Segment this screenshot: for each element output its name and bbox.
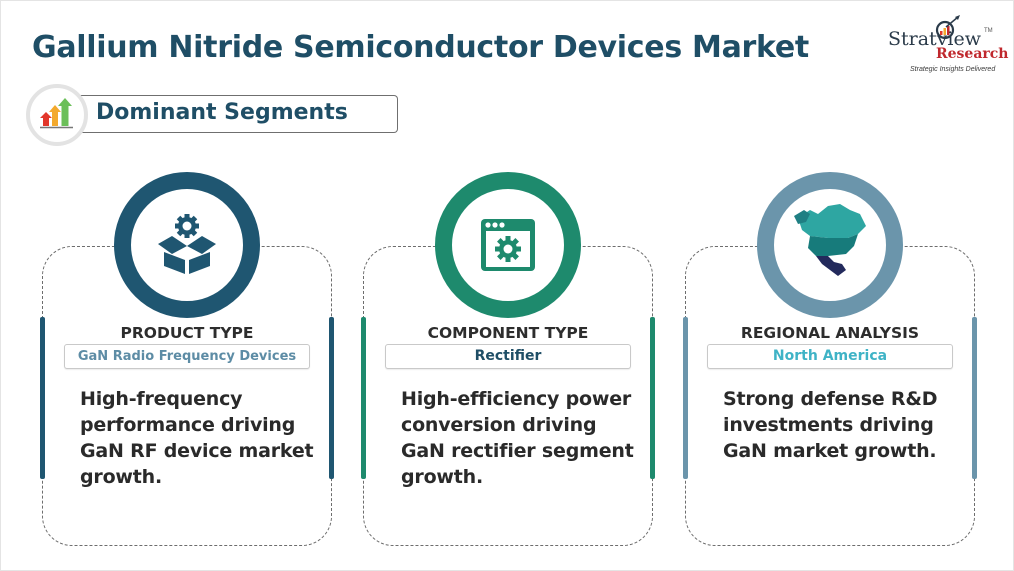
card-heading: PRODUCT TYPE [120,324,254,342]
icon-ring [757,172,903,318]
card-heading: COMPONENT TYPE [427,324,589,342]
growth-arrows-icon [26,84,88,146]
card-value-pill: GaN Radio Frequency Devices [64,344,310,369]
card-accent-bar-left [40,317,45,479]
card-heading: REGIONAL ANALYSIS [740,324,920,342]
segment-card-component-type: COMPONENT TYPE Rectifier High-efficiency… [361,172,655,552]
card-description: Strong defense R&D investments driving G… [723,388,938,462]
page-title: Gallium Nitride Semiconductor Devices Ma… [32,30,809,65]
card-accent-bar-right [329,317,334,479]
card-accent-bar-left [683,317,688,479]
logo-name: Stratview [888,28,982,50]
card-description: High-efficiency power conversion driving… [401,388,634,488]
stratview-logo: Stratview TM Research Strategic Insights… [880,12,1010,77]
card-accent-bar-left [361,317,366,479]
segment-card-regional-analysis: REGIONAL ANALYSIS North America Strong d… [683,172,977,552]
box-gear-icon [158,214,216,274]
section-badge: Dominant Segments [26,84,406,146]
logo-tagline: Strategic Insights Delivered [910,66,996,73]
segment-card-product-type: PRODUCT TYPE GaN Radio Frequency Devices… [40,172,334,552]
section-label-box [80,95,398,133]
card-accent-bar-right [972,317,977,479]
card-value-pill: North America [707,344,953,369]
card-value-pill: Rectifier [385,344,631,369]
card-description: High-frequency performance driving GaN R… [80,388,314,488]
logo-research: Research [936,46,1009,62]
magnifier-chart-icon [935,15,960,40]
north-america-map-icon [794,204,866,276]
logo-trademark: TM [984,28,993,34]
window-gear-icon [481,219,535,271]
card-accent-bar-right [650,317,655,479]
icon-ring [435,172,581,318]
section-label: Dominant Segments [96,100,348,125]
icon-ring [114,172,260,318]
